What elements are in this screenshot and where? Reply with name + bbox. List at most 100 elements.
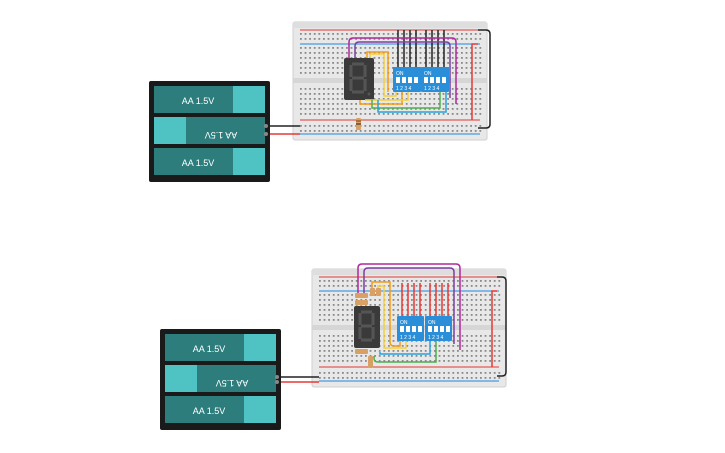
breadboard-hole[interactable]	[479, 103, 482, 105]
breadboard-hole[interactable]	[382, 98, 385, 100]
breadboard-hole[interactable]	[415, 280, 418, 282]
breadboard-hole[interactable]	[337, 304, 340, 306]
breadboard-hole[interactable]	[489, 340, 491, 342]
breadboard-hole[interactable]	[392, 67, 394, 69]
breadboard-hole[interactable]	[415, 130, 417, 132]
breadboard-hole[interactable]	[465, 52, 468, 54]
breadboard-hole[interactable]	[480, 372, 482, 374]
breadboard-hole[interactable]	[392, 355, 395, 357]
breadboard-hole[interactable]	[474, 125, 477, 127]
breadboard-hole[interactable]	[465, 98, 468, 100]
breadboard-hole[interactable]	[447, 360, 450, 362]
breadboard-hole[interactable]	[438, 47, 440, 49]
breadboard-hole[interactable]	[341, 52, 344, 54]
breadboard-hole[interactable]	[438, 113, 440, 115]
breadboard-hole[interactable]	[443, 377, 445, 379]
breadboard-hole[interactable]	[382, 38, 385, 40]
breadboard-hole[interactable]	[365, 372, 367, 374]
breadboard-hole[interactable]	[304, 67, 307, 69]
breadboard-hole[interactable]	[419, 47, 422, 49]
breadboard-hole[interactable]	[369, 108, 371, 110]
breadboard-hole[interactable]	[332, 360, 335, 362]
breadboard-hole[interactable]	[498, 304, 501, 306]
breadboard-hole[interactable]	[451, 130, 454, 132]
breadboard-hole[interactable]	[346, 372, 349, 374]
breadboard-hole[interactable]	[498, 299, 501, 301]
dip-switch-2[interactable]: ON 1 2 3 4	[425, 316, 452, 341]
breadboard-hole[interactable]	[401, 130, 403, 132]
breadboard-hole[interactable]	[355, 130, 357, 132]
breadboard-hole[interactable]	[387, 38, 390, 40]
breadboard-hole[interactable]	[327, 125, 330, 127]
breadboard-hole[interactable]	[474, 130, 477, 132]
breadboard-hole[interactable]	[323, 350, 326, 352]
breadboard-hole[interactable]	[300, 113, 302, 115]
resistor-array[interactable]	[355, 288, 381, 368]
breadboard-hole[interactable]	[309, 113, 311, 115]
breadboard-hole[interactable]	[438, 98, 440, 100]
breadboard-hole[interactable]	[392, 108, 394, 110]
breadboard-hole[interactable]	[401, 113, 403, 115]
breadboard-hole[interactable]	[365, 360, 367, 362]
breadboard-hole[interactable]	[461, 285, 464, 287]
breadboard-hole[interactable]	[392, 319, 395, 321]
breadboard-hole[interactable]	[484, 340, 487, 342]
breadboard-hole[interactable]	[318, 125, 321, 127]
breadboard-hole[interactable]	[479, 33, 482, 35]
breadboard-hole[interactable]	[332, 299, 335, 301]
breadboard-hole[interactable]	[451, 57, 454, 59]
breadboard-hole[interactable]	[428, 38, 431, 40]
breadboard-hole[interactable]	[309, 38, 311, 40]
breadboard-hole[interactable]	[470, 47, 472, 49]
breadboard-hole[interactable]	[466, 299, 468, 301]
breadboard-hole[interactable]	[470, 125, 472, 127]
breadboard-hole[interactable]	[341, 62, 344, 64]
breadboard-hole[interactable]	[456, 125, 459, 127]
breadboard-hole[interactable]	[415, 314, 418, 316]
breadboard-hole[interactable]	[406, 355, 409, 357]
breadboard-hole[interactable]	[443, 372, 445, 374]
breadboard-hole[interactable]	[434, 360, 436, 362]
breadboard-hole[interactable]	[364, 130, 367, 132]
breadboard-hole[interactable]	[323, 38, 325, 40]
breadboard-hole[interactable]	[359, 108, 362, 110]
breadboard-hole[interactable]	[313, 108, 316, 110]
breadboard-hole[interactable]	[341, 125, 344, 127]
breadboard-hole[interactable]	[397, 285, 399, 287]
breadboard-hole[interactable]	[392, 294, 395, 296]
breadboard-hole[interactable]	[479, 62, 482, 64]
breadboard-hole[interactable]	[429, 372, 432, 374]
breadboard-hole[interactable]	[470, 52, 472, 54]
breadboard-hole[interactable]	[359, 113, 362, 115]
breadboard-hole[interactable]	[484, 285, 487, 287]
dip-switch-1[interactable]: ON 1 2 3 4	[397, 316, 424, 341]
breadboard-hole[interactable]	[498, 309, 501, 311]
breadboard-hole[interactable]	[300, 67, 302, 69]
breadboard-hole[interactable]	[378, 113, 380, 115]
breadboard-hole[interactable]	[470, 88, 472, 90]
breadboard-hole[interactable]	[323, 33, 325, 35]
breadboard-hole[interactable]	[342, 345, 344, 347]
dip-switch-1[interactable]: ON 1 2 3 4	[393, 67, 421, 92]
breadboard-hole[interactable]	[319, 304, 321, 306]
breadboard-hole[interactable]	[341, 57, 344, 59]
breadboard-hole[interactable]	[382, 113, 385, 115]
breadboard-hole[interactable]	[415, 309, 418, 311]
breadboard-hole[interactable]	[438, 125, 440, 127]
breadboard-hole[interactable]	[355, 33, 357, 35]
breadboard-hole[interactable]	[457, 360, 459, 362]
breadboard-hole[interactable]	[480, 377, 482, 379]
breadboard-hole[interactable]	[429, 355, 432, 357]
breadboard-hole[interactable]	[346, 33, 348, 35]
breadboard-hole[interactable]	[318, 33, 321, 35]
breadboard-hole[interactable]	[406, 360, 409, 362]
breadboard-hole[interactable]	[327, 72, 330, 74]
breadboard-hole[interactable]	[387, 125, 390, 127]
breadboard-hole[interactable]	[300, 52, 302, 54]
breadboard-hole[interactable]	[447, 33, 449, 35]
breadboard-hole[interactable]	[484, 314, 487, 316]
breadboard-hole[interactable]	[498, 319, 501, 321]
breadboard-hole[interactable]	[392, 280, 395, 282]
breadboard-hole[interactable]	[438, 93, 440, 95]
breadboard-hole[interactable]	[364, 108, 367, 110]
